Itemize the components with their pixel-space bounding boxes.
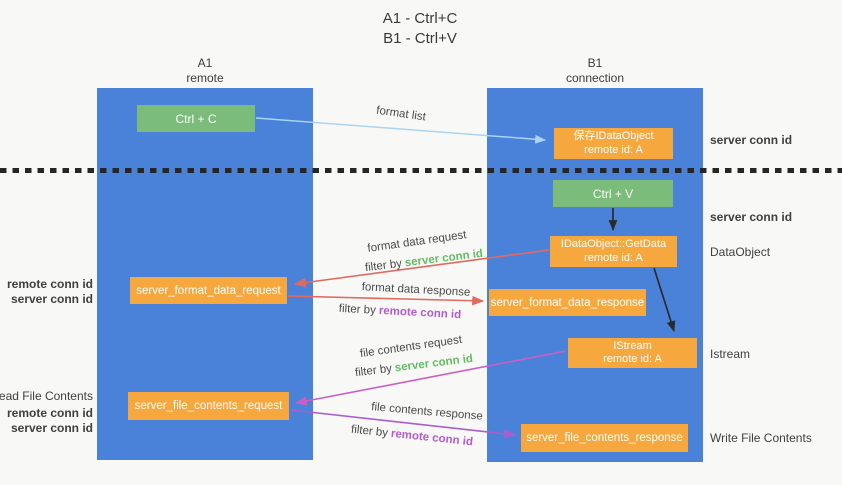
server-conn-id-annotation-left-top: server conn id <box>10 292 93 306</box>
title-line-a1: A1 - Ctrl+C <box>382 10 458 27</box>
server-conn-id-annotation-left-bottom: server conn id <box>10 421 93 435</box>
filter-by-text: filter by <box>338 302 377 317</box>
server-conn-id-text: server conn id <box>404 247 484 270</box>
server-conn-id-annotation-top: server conn id <box>710 133 793 147</box>
ctrl-v-event-box: Ctrl + V <box>553 180 673 207</box>
istream-box: IStream remote id: A <box>568 338 697 368</box>
file-request-label: server_file_contents_request <box>134 400 283 412</box>
getdata-remote-id: remote id: A <box>584 251 643 264</box>
server-conn-id-annotation-mid: server conn id <box>710 210 793 224</box>
format-list-label: format list <box>375 104 427 124</box>
server-format-data-request-box: server_format_data_request <box>130 277 287 304</box>
server-format-data-response-box: server_format_data_response <box>489 289 646 316</box>
format-request-label: server_format_data_request <box>136 284 281 297</box>
write-file-contents-annotation: Write File Contents <box>710 431 812 445</box>
getdata-title: IDataObject::GetData <box>560 238 667 250</box>
session-divider-line <box>0 168 842 173</box>
save-dataobject-remote-id: remote id: A <box>584 143 643 156</box>
remote-conn-id-text: remote conn id <box>378 304 462 322</box>
file-contents-response-label: file contents response <box>370 401 484 423</box>
ctrl-c-label: Ctrl + C <box>175 111 217 126</box>
format-response-label: server_format_data_response <box>490 296 645 309</box>
column-header-b1: B1 connection <box>487 56 703 86</box>
filter-by-text: filter by <box>350 423 389 440</box>
filter-by-text: filter by <box>354 362 393 380</box>
format-data-response-label: format data response <box>361 281 471 299</box>
server-file-contents-response-box: server_file_contents_response <box>521 424 688 452</box>
diagram-title: A1 - Ctrl+C B1 - Ctrl+V <box>330 9 510 49</box>
column-header-a1: A1 remote <box>97 56 313 86</box>
remote-conn-id-annotation-top: remote conn id <box>6 277 93 291</box>
column-b1-name: B1 <box>587 56 603 70</box>
save-dataobject-title: 保存IDataObject <box>573 130 654 142</box>
remote-conn-id-text: remote conn id <box>390 427 474 449</box>
title-line-b1: B1 - Ctrl+V <box>383 30 457 47</box>
server-file-contents-request-box: server_file_contents_request <box>128 392 289 420</box>
read-file-contents-annotation: Read File Contents <box>0 389 93 403</box>
column-a1-name: A1 <box>197 56 213 70</box>
column-b1-subtitle: connection <box>565 71 625 85</box>
file-response-label: server_file_contents_response <box>526 432 683 444</box>
filter-by-text: filter by <box>364 257 403 275</box>
column-a1-subtitle: remote <box>186 71 224 85</box>
save-dataobject-box: 保存IDataObject remote id: A <box>554 128 673 159</box>
istream-remote-id: remote id: A <box>603 353 662 365</box>
idataobject-getdata-box: IDataObject::GetData remote id: A <box>550 236 677 267</box>
istream-annotation: Istream <box>710 347 751 361</box>
ctrl-v-label: Ctrl + V <box>592 186 634 201</box>
istream-title: IStream <box>613 339 652 352</box>
ctrl-c-event-box: Ctrl + C <box>137 105 255 132</box>
dataobject-annotation: DataObject <box>710 245 771 259</box>
server-conn-id-text: server conn id <box>394 352 474 375</box>
remote-conn-id-annotation-bottom: remote conn id <box>6 406 93 420</box>
